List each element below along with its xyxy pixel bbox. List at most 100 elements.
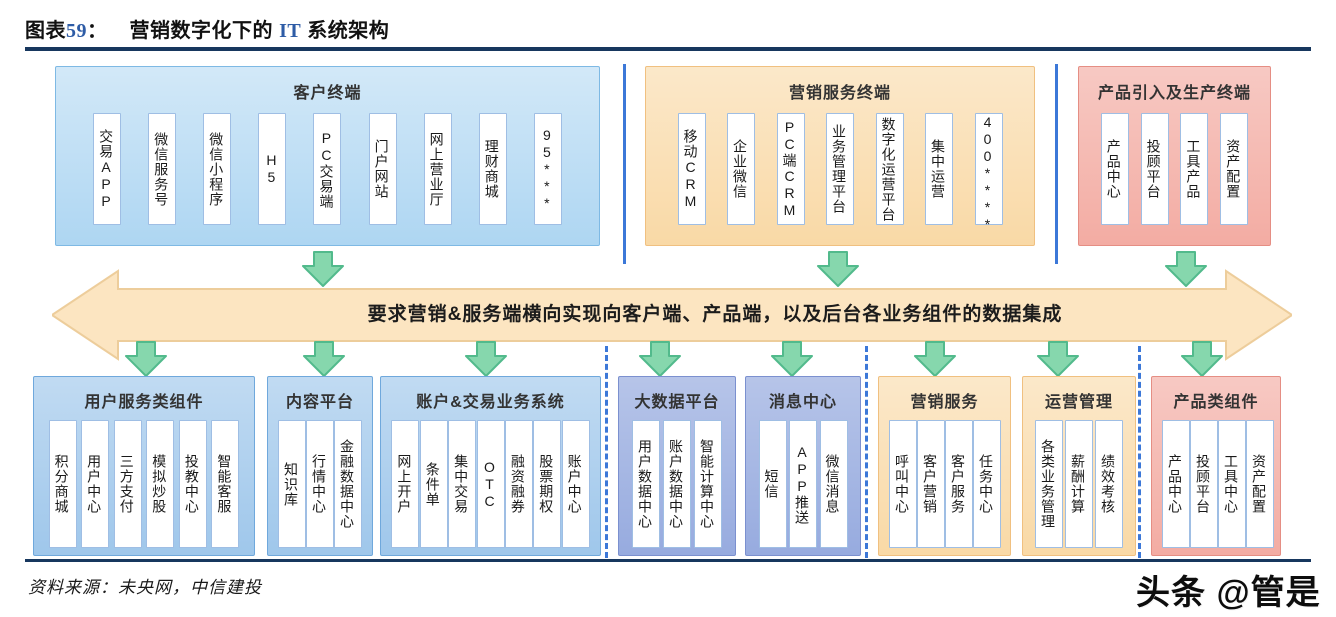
item-chip: 账户数据中心 bbox=[663, 420, 691, 548]
item-chip: 资产配置 bbox=[1220, 113, 1249, 225]
item-chip: 集中运营 bbox=[925, 113, 953, 225]
item-chip: 各类业务管理 bbox=[1035, 420, 1063, 548]
item-chip: 微信消息 bbox=[819, 420, 848, 548]
item-chip: PC交易端 bbox=[313, 113, 342, 225]
item-chip: 行情中心 bbox=[306, 420, 334, 548]
figure-title: 图表59： 营销数字化下的 IT 系统架构 bbox=[25, 14, 389, 43]
group-title: 账户&交易业务系统 bbox=[416, 394, 565, 411]
group-title: 运营管理 bbox=[1044, 394, 1113, 411]
group-title: 大数据平台 bbox=[634, 394, 720, 411]
title-part1: 营销数字化下的 bbox=[129, 20, 280, 42]
separator-dashed-line bbox=[865, 346, 868, 558]
down-arrow-icon bbox=[1180, 341, 1224, 377]
item-chip: PC端CRM bbox=[776, 113, 805, 225]
title-part2: 系统架构 bbox=[301, 20, 390, 42]
group-title: 营销服务 bbox=[910, 394, 979, 411]
item-chip: 网上开户 bbox=[391, 420, 420, 548]
item-chip: 产品中心 bbox=[1162, 420, 1190, 548]
item-chip: OTC bbox=[476, 420, 505, 548]
item-chip: 股票期权 bbox=[533, 420, 562, 548]
item-chip: 微信小程序 bbox=[203, 113, 232, 225]
item-chip: 知识库 bbox=[278, 420, 306, 548]
item-chip: 客户营销 bbox=[917, 420, 945, 548]
group-product-components: 产品类组件 产品中心投顾平台工具中心资产配置 bbox=[1151, 376, 1281, 556]
group-items: 用户数据中心账户数据中心智能计算中心 bbox=[629, 420, 725, 548]
down-arrow-icon bbox=[464, 341, 508, 377]
integration-band-arrow bbox=[52, 269, 1292, 361]
group-items: 积分商城用户中心三方支付模拟炒股投教中心智能客服 bbox=[44, 420, 244, 548]
item-chip: 客户服务 bbox=[945, 420, 973, 548]
group-items: 知识库行情中心金融数据中心 bbox=[278, 420, 362, 548]
item-chip: 智能客服 bbox=[211, 420, 240, 548]
group-title: 产品引入及生产终端 bbox=[1097, 85, 1251, 102]
item-chip: 模拟炒股 bbox=[146, 420, 175, 548]
title-highlight: IT bbox=[279, 20, 302, 42]
group-items: 产品中心投顾平台工具中心资产配置 bbox=[1162, 420, 1274, 548]
title-divider bbox=[25, 47, 1311, 51]
item-chip: 数字化运营平台 bbox=[875, 113, 904, 225]
item-chip: 薪酬计算 bbox=[1065, 420, 1093, 548]
item-chip: 微信服务号 bbox=[148, 113, 177, 225]
group-items: 各类业务管理薪酬计算绩效考核 bbox=[1033, 420, 1125, 548]
footer-divider bbox=[25, 559, 1311, 562]
figure-colon: ： bbox=[87, 20, 108, 42]
down-arrow-icon bbox=[638, 341, 682, 377]
item-chip: 移动CRM bbox=[677, 113, 706, 225]
integration-band-text: 要求营销&服务端横向实现向客户端、产品端，以及后台各业务组件的数据集成 bbox=[367, 304, 1063, 325]
item-chip: 用户数据中心 bbox=[632, 420, 660, 548]
down-arrow-icon bbox=[302, 341, 346, 377]
group-content-platform: 内容平台 知识库行情中心金融数据中心 bbox=[267, 376, 373, 556]
figure-label: 图表 bbox=[25, 20, 66, 42]
item-chip: 任务中心 bbox=[973, 420, 1001, 548]
item-chip: 积分商城 bbox=[48, 420, 77, 548]
separator-line bbox=[1055, 64, 1058, 264]
item-chip: 智能计算中心 bbox=[694, 420, 722, 548]
group-title: 用户服务类组件 bbox=[84, 394, 204, 411]
item-chip: 投顾平台 bbox=[1140, 113, 1169, 225]
separator-dashed-line bbox=[605, 346, 608, 558]
item-chip: 投教中心 bbox=[178, 420, 207, 548]
figure-number: 59 bbox=[66, 20, 87, 42]
group-operation-management: 运营管理 各类业务管理薪酬计算绩效考核 bbox=[1022, 376, 1136, 556]
item-chip: 绩效考核 bbox=[1095, 420, 1123, 548]
down-arrow-icon bbox=[770, 341, 814, 377]
group-title: 产品类组件 bbox=[1173, 394, 1259, 411]
item-chip: 资产配置 bbox=[1246, 420, 1274, 548]
group-title: 内容平台 bbox=[285, 394, 354, 411]
group-title: 营销服务终端 bbox=[788, 85, 891, 102]
item-chip: 企业微信 bbox=[727, 113, 755, 225]
item-chip: 产品中心 bbox=[1100, 113, 1129, 225]
item-chip: 门户网站 bbox=[368, 113, 397, 225]
group-items: 产品中心投顾平台工具产品资产配置 bbox=[1089, 113, 1260, 225]
group-user-service-components: 用户服务类组件 积分商城用户中心三方支付模拟炒股投教中心智能客服 bbox=[33, 376, 255, 556]
item-chip: 金融数据中心 bbox=[334, 420, 362, 548]
group-bigdata-platform: 大数据平台 用户数据中心账户数据中心智能计算中心 bbox=[618, 376, 736, 556]
group-title: 客户终端 bbox=[293, 85, 362, 102]
group-items: 呼叫中心客户营销客户服务任务中心 bbox=[889, 420, 1001, 548]
item-chip: 短信 bbox=[758, 420, 787, 548]
item-chip: 工具中心 bbox=[1218, 420, 1246, 548]
watermark-logo: 头条 @管是 bbox=[1136, 574, 1321, 612]
item-chip: 理财商城 bbox=[478, 113, 507, 225]
item-chip: 网上营业厅 bbox=[423, 113, 452, 225]
item-chip: 集中交易 bbox=[448, 420, 477, 548]
group-product-terminal: 产品引入及生产终端 产品中心投顾平台工具产品资产配置 bbox=[1078, 66, 1271, 246]
item-chip: 账户中心 bbox=[561, 420, 590, 548]
down-arrow-icon bbox=[124, 341, 168, 377]
separator-dashed-line bbox=[1138, 346, 1141, 558]
item-chip: 400**** bbox=[974, 113, 1003, 233]
item-chip: APP推送 bbox=[789, 420, 817, 548]
item-chip: 三方支付 bbox=[113, 420, 142, 548]
down-arrow-icon bbox=[1036, 341, 1080, 377]
source-note: 资料来源：未央网，中信建投 bbox=[28, 578, 262, 597]
separator-line bbox=[623, 64, 626, 264]
item-chip: 投顾平台 bbox=[1190, 420, 1218, 548]
